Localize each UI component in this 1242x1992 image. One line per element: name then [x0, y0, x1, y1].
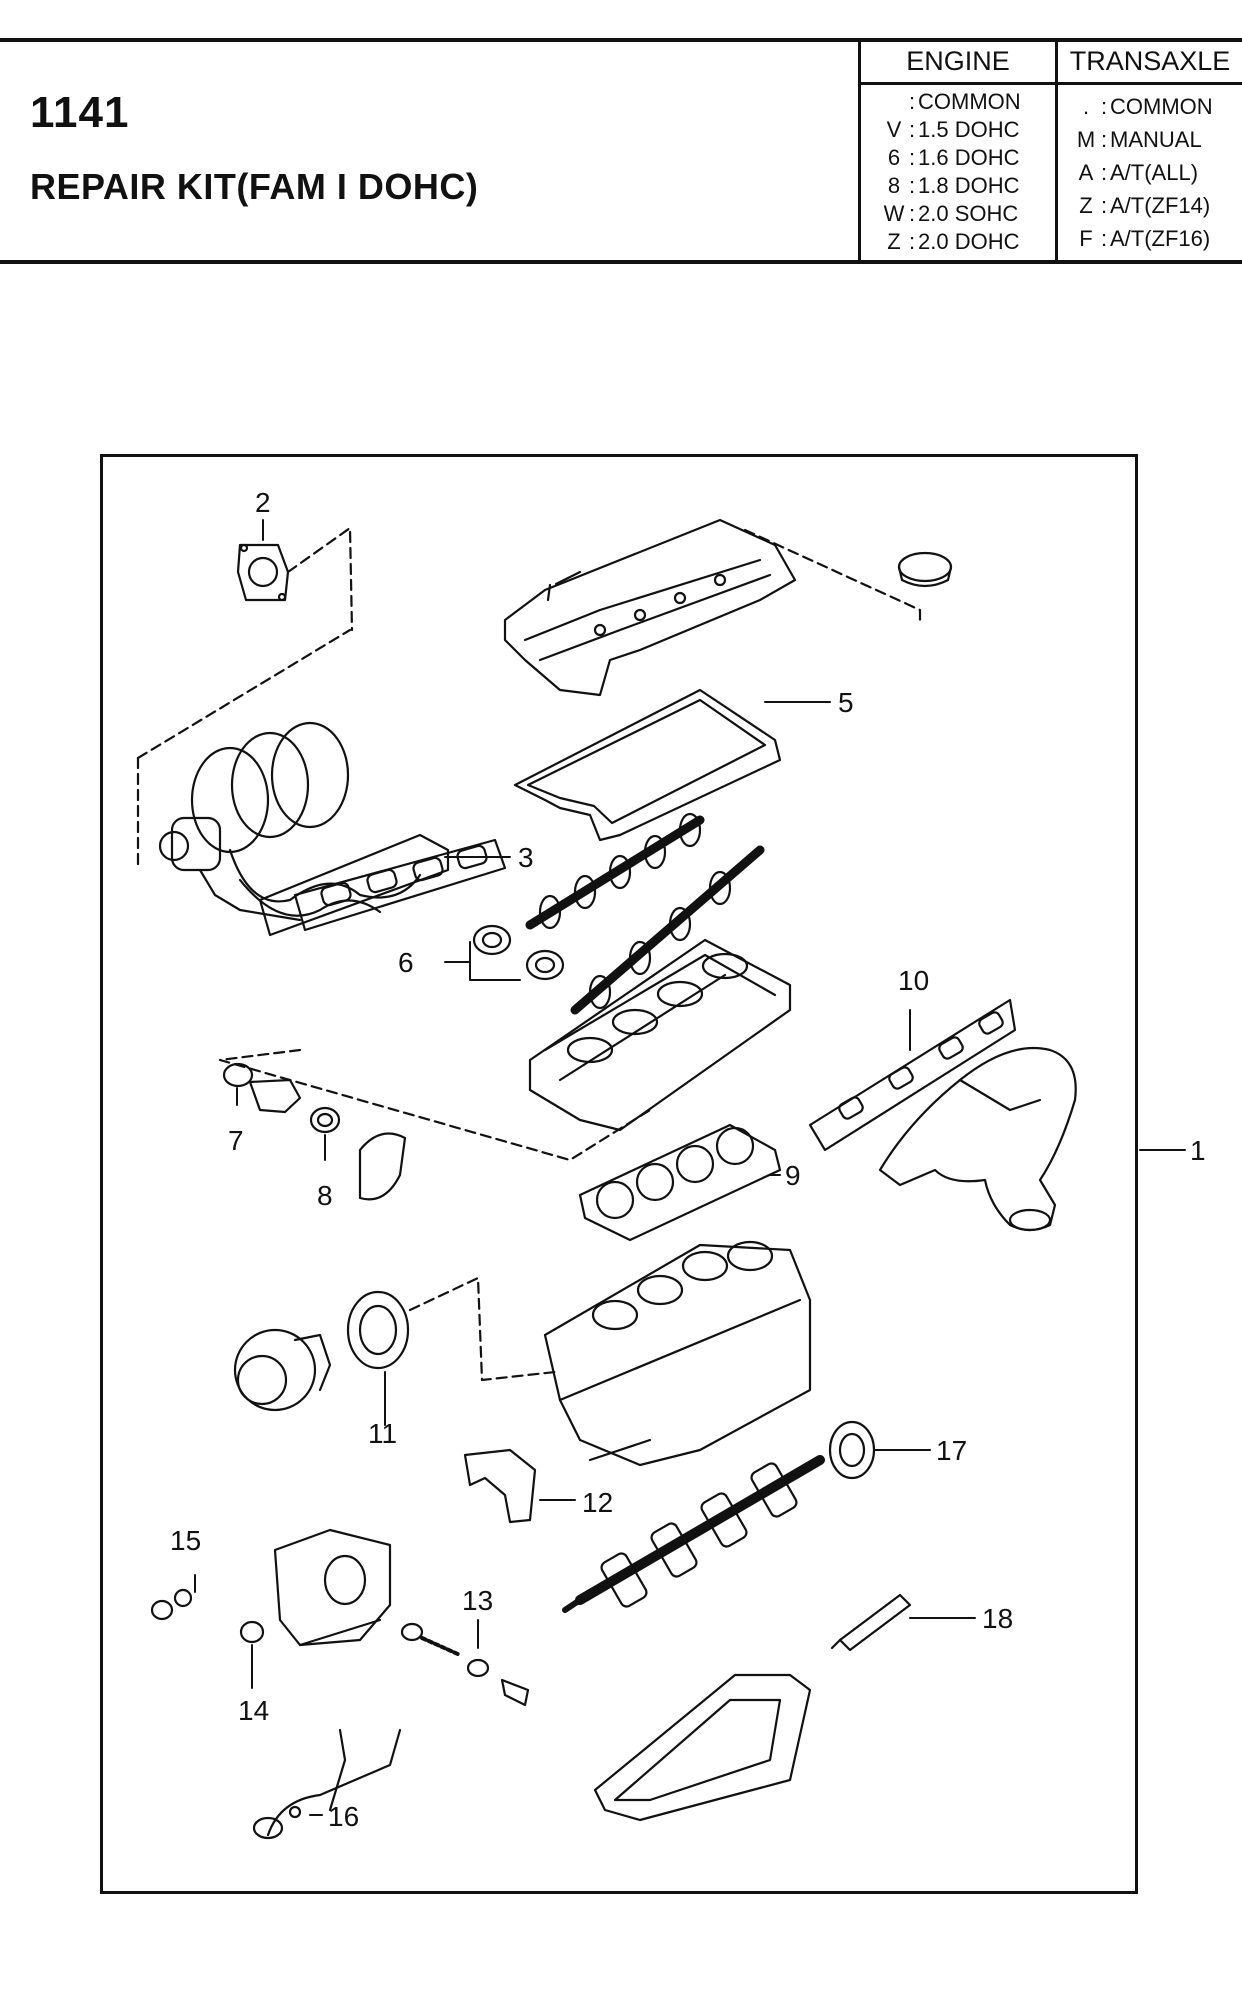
water-pump — [233, 1328, 332, 1412]
intake-manifold-gasket — [293, 838, 507, 932]
callout-2: 2 — [255, 487, 271, 518]
table-divider — [1055, 42, 1058, 260]
camshaft-seals — [472, 924, 565, 981]
code-table: ENGINE TRANSAXLE :COMMON V:1.5 DOHC 6:1.… — [858, 42, 1242, 260]
cylinder-block — [543, 1240, 812, 1467]
oil-pump-plug — [150, 1588, 193, 1621]
callout-16: 16 — [328, 1801, 359, 1832]
oil-pickup-tube — [252, 1728, 402, 1840]
callout-10: 10 — [898, 965, 929, 996]
oil-filler-cap — [897, 551, 953, 588]
transaxle-row: Z:A/T(ZF14) — [1079, 193, 1211, 218]
callout-9: 9 — [785, 1160, 801, 1191]
kit-number: 1141 — [30, 88, 130, 137]
engine-row: W:2.0 SOHC — [883, 201, 1019, 226]
sealant-tube — [830, 1593, 912, 1652]
callout-7: 7 — [228, 1125, 244, 1156]
table-divider — [858, 42, 861, 260]
engine-row: 8:1.8 DOHC — [887, 173, 1020, 198]
callout-8: 8 — [317, 1180, 333, 1211]
oil-pump-washer — [239, 1620, 265, 1644]
callout-17: 17 — [936, 1435, 967, 1466]
crankshaft — [562, 1455, 825, 1613]
callout-labels: 1 2 3 5 6 7 8 9 10 11 12 13 14 15 16 17 … — [170, 487, 1206, 1832]
callout-12: 12 — [582, 1487, 613, 1518]
oil-pan — [593, 1673, 812, 1822]
transaxle-heading: TRANSAXLE — [1069, 46, 1231, 76]
valve-cover-gasket — [513, 688, 782, 842]
exploded-diagram-frame — [100, 454, 1138, 1894]
header-bottom-rule — [0, 260, 1242, 264]
engine-row: V:1.5 DOHC — [886, 117, 1020, 142]
engine-code-list: :COMMON V:1.5 DOHC 6:1.6 DOHC 8:1.8 DOHC… — [882, 88, 1021, 256]
cylinder-head — [218, 938, 792, 1162]
transaxle-row: A:A/T(ALL) — [1078, 160, 1199, 185]
callout-18: 18 — [982, 1603, 1013, 1634]
table-header-rule — [858, 82, 1242, 85]
kit-title: REPAIR KIT(FAM I DOHC) — [30, 166, 479, 207]
callout-13: 13 — [462, 1585, 493, 1616]
callout-15: 15 — [170, 1525, 201, 1556]
valve-cover — [503, 518, 922, 697]
transaxle-row: M:MANUAL — [1076, 127, 1202, 152]
engine-row: Z:2.0 DOHC — [887, 229, 1020, 254]
oil-pump-gasket — [463, 1448, 537, 1524]
callout-14: 14 — [238, 1695, 269, 1726]
callout-3: 3 — [518, 842, 534, 873]
engine-row: :COMMON — [908, 89, 1021, 114]
header-top-rule — [0, 38, 1242, 42]
callout-11: 11 — [368, 1418, 397, 1449]
oil-pump — [273, 1528, 392, 1647]
rear-main-seal — [346, 1276, 557, 1382]
callout-5: 5 — [838, 687, 854, 718]
transaxle-code-list: .:COMMON M:MANUAL A:A/T(ALL) Z:A/T(ZF14)… — [1074, 90, 1213, 255]
callout-leaders — [194, 519, 1186, 1816]
thermostat-parts — [222, 1062, 407, 1201]
front-crankshaft-seal — [828, 1420, 876, 1480]
cylinder-head-gasket — [578, 1123, 782, 1242]
exhaust-manifold — [878, 1046, 1077, 1232]
engine-row: 6:1.6 DOHC — [887, 145, 1020, 170]
camshafts — [525, 812, 765, 1015]
exhaust-manifold-gasket — [808, 998, 1017, 1152]
throttle-body-gasket — [236, 526, 354, 632]
engine-heading: ENGINE — [906, 46, 1010, 76]
transaxle-row: .:COMMON — [1082, 94, 1213, 119]
intake-manifold — [136, 628, 450, 937]
pressure-relief-valve — [400, 1622, 530, 1707]
callout-6: 6 — [398, 947, 414, 978]
transaxle-row: F:A/T(ZF16) — [1079, 226, 1211, 251]
callout-1: 1 — [1190, 1135, 1206, 1166]
